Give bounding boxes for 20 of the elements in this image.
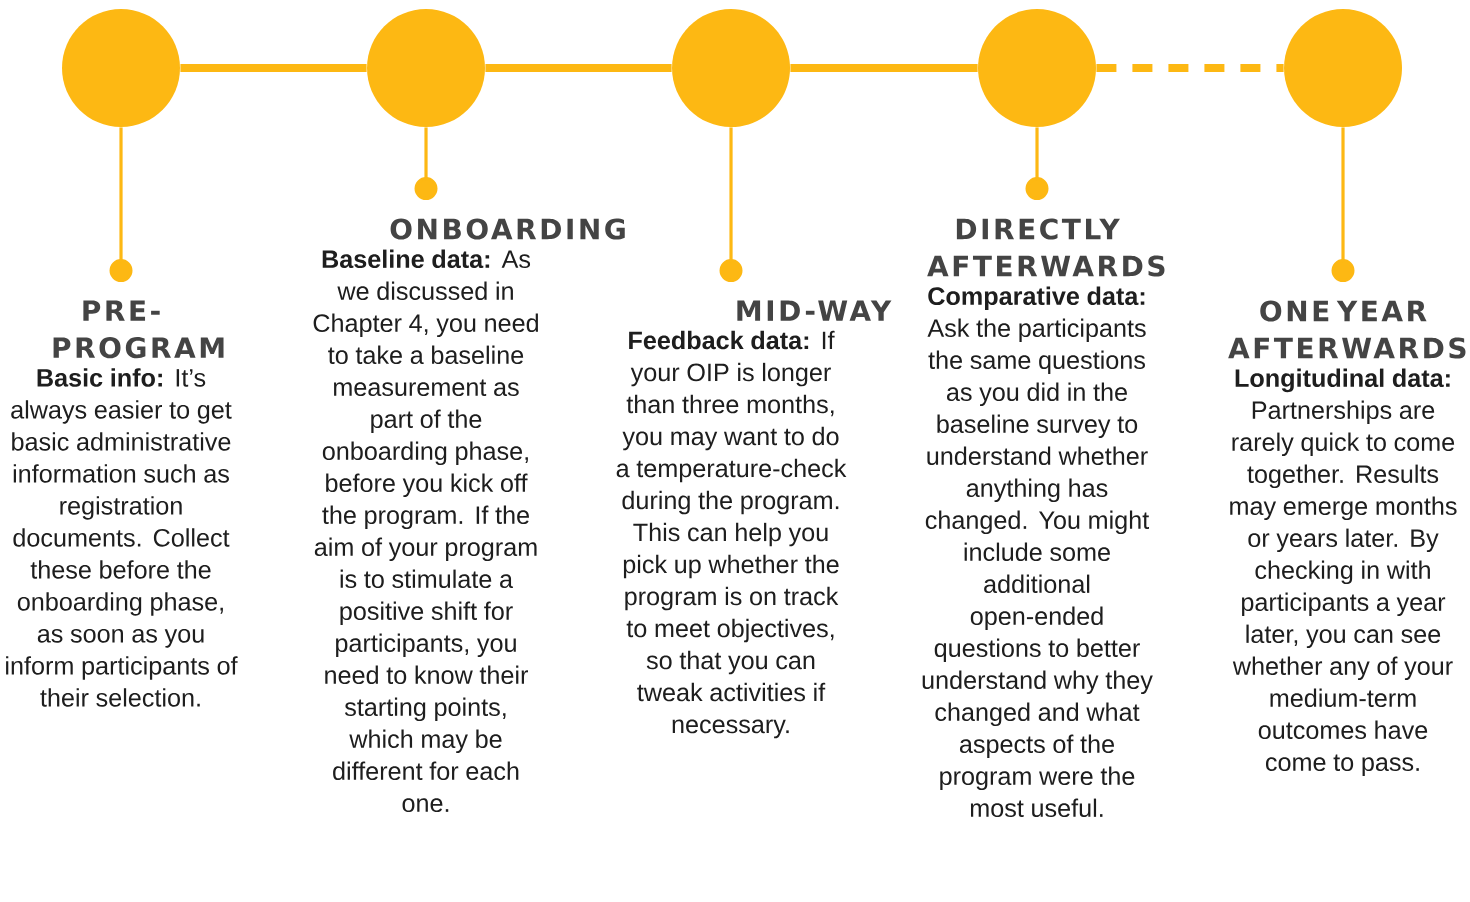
milestone-circle (978, 9, 1096, 127)
phase-description: Basic info: It’s always easier to get basic administrative information such as registration documents. Collect these before the onboarding phase, as soon as you inform participants of their selection. (6, 368, 238, 707)
connector-line (1025, 127, 1049, 200)
connector-line (109, 127, 133, 282)
phase-description: Baseline data: As we discussed in Chapter 4, you need to take a baseline measurement as part of the onboarding phase, before you kick off the program. If the aim of your program is to stimulate a positive shift for participants, you need to know their starting points, which may be different for each one. (313, 249, 538, 813)
milestone-circle (62, 9, 180, 127)
connector-line (719, 127, 743, 282)
milestone-circle (672, 9, 790, 127)
phase-heading: ONE YEAR AFTERWARDS (1228, 300, 1466, 359)
phase-heading: PRE-PROGRAM (53, 300, 224, 359)
phase-heading: ONBOARDING (390, 218, 625, 240)
connector-line (414, 127, 438, 200)
phase-description: Longitudinal data: Partnerships are rarely quick to come together. Results may emerge months or years later. By checking in with participants a year later, you can see whether any of your medium-term outcomes have come to pass. (1230, 368, 1457, 777)
milestone-circle (367, 9, 485, 127)
phase-description: Comparative data: Ask the participants the same questions as you did in the baseline survey to understand whether anything has changed. You might include some additional open-ended questions to better understand why they changed and what aspects of the program were the most useful. (922, 286, 1153, 818)
phase-description: Feedback data: If your OIP is longer than three months, you may want to do a temperature-check during the program. This can help you pick up whether the program is on track to meet objectives, so that you can tweak activities if necessary. (616, 330, 847, 739)
milestone-circle (1284, 9, 1402, 127)
phase-heading: MID-WAY (737, 300, 892, 321)
connector-line (1331, 127, 1355, 282)
phase-heading: DIRECTLY AFTERWARDS (927, 218, 1165, 277)
